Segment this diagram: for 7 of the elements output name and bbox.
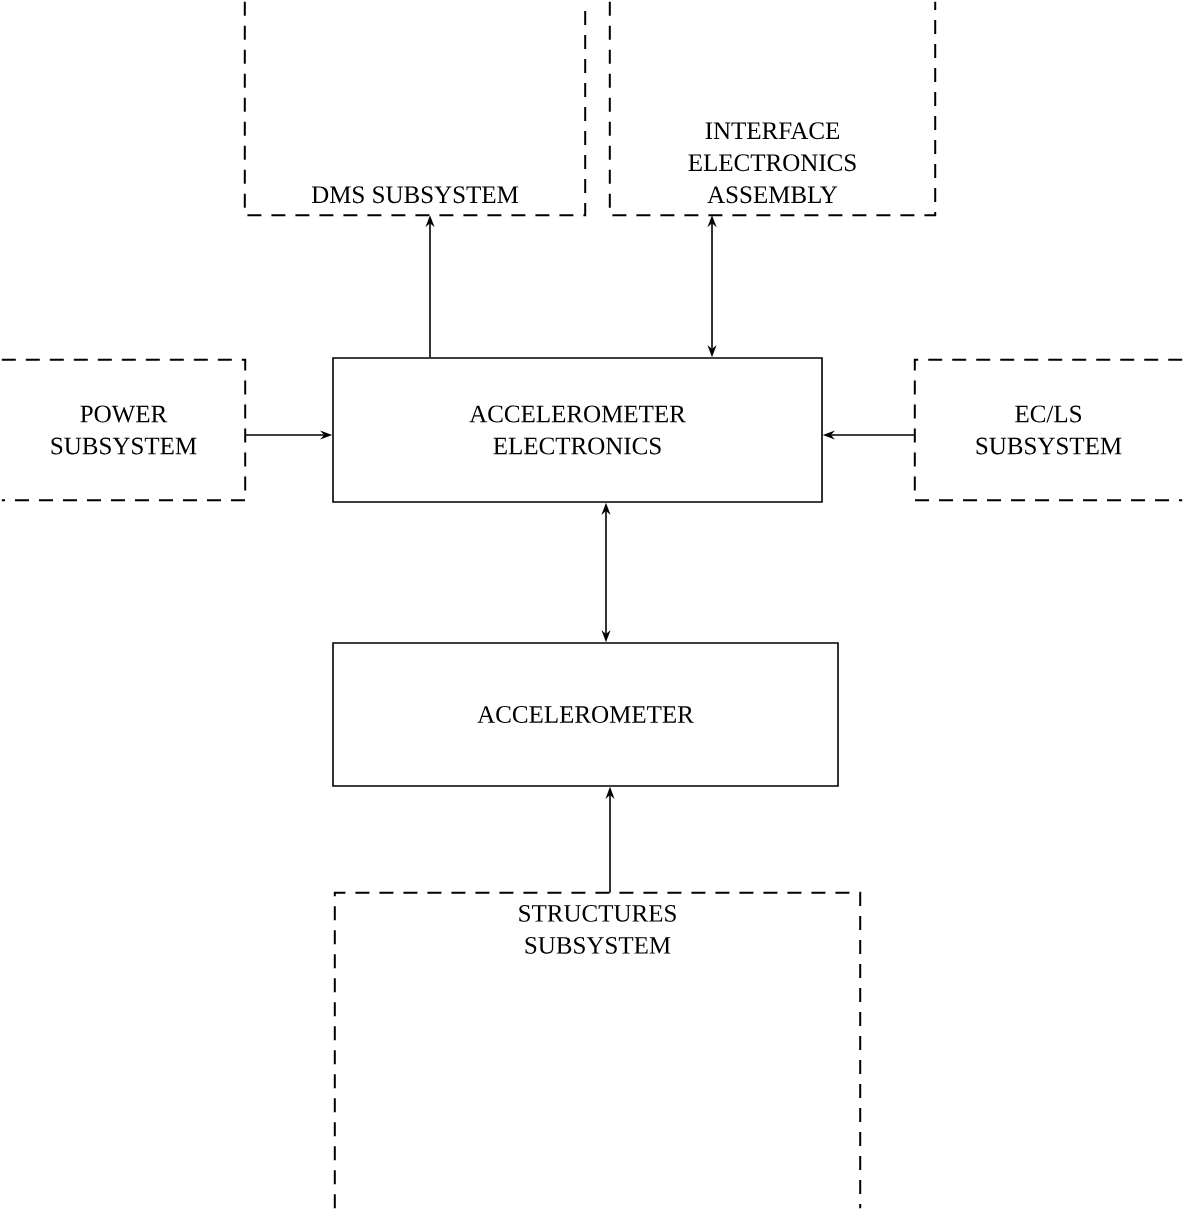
process-box: ACCELEROMETER	[332, 642, 839, 787]
dashed-box: STRUCTURES SUBSYSTEM	[333, 891, 862, 1210]
dashed-box: INTERFACE ELECTRONICS ASSEMBLY	[608, 0, 937, 217]
dashed-box: EC/LS SUBSYSTEM	[913, 358, 1184, 502]
process-box: ACCELEROMETER ELECTRONICS	[332, 357, 823, 503]
dashed-box: DMS SUBSYSTEM	[243, 0, 587, 217]
dashed-box: POWER SUBSYSTEM	[0, 358, 247, 502]
